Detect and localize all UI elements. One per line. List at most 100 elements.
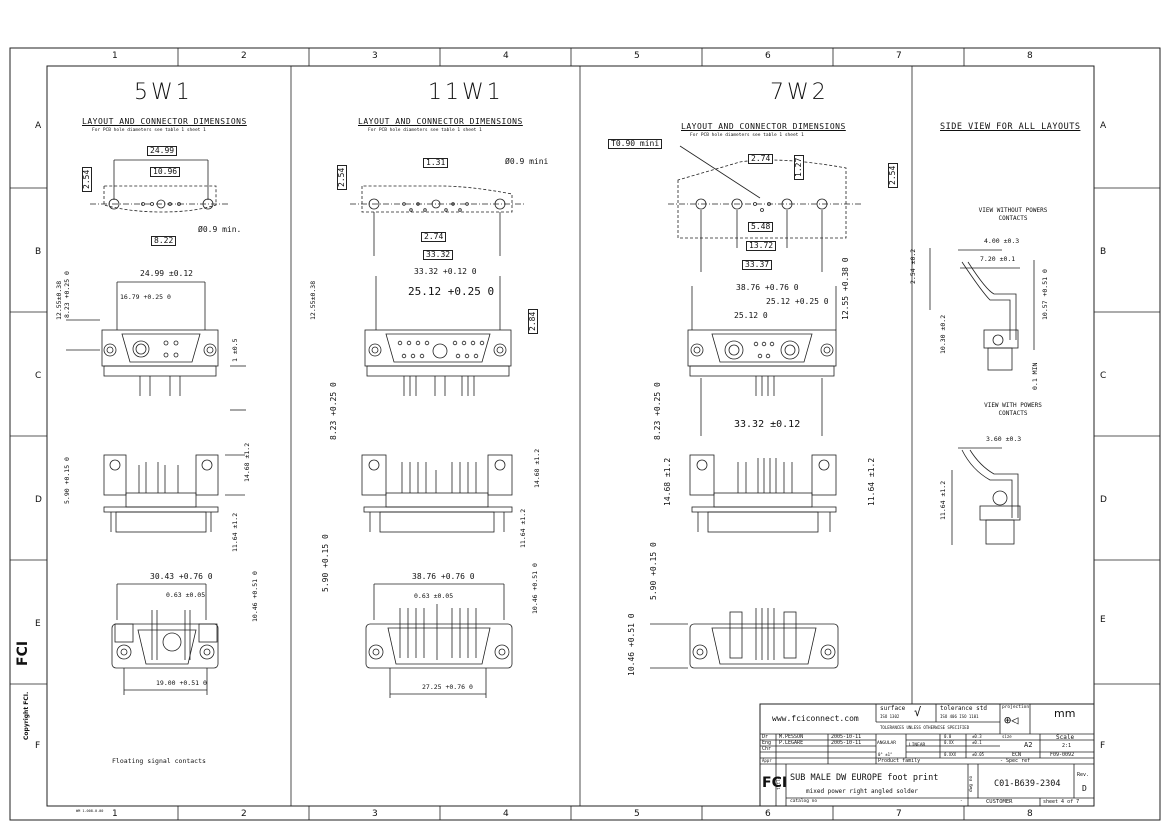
- dim-11w1-c: 2.54: [337, 164, 347, 190]
- tol-row-1-b: ±0.3: [972, 734, 982, 739]
- dim-11w1-h: 12.55±0.38: [309, 280, 317, 320]
- dim-5w1-a: 24.99: [147, 146, 178, 156]
- dim-11w1-j: 8.23 +0.25 0: [329, 382, 338, 440]
- grid-row-b-right: B: [1100, 247, 1107, 257]
- tol-row-2-a: 0.XX: [944, 740, 954, 745]
- checker-label: Chr: [762, 746, 772, 752]
- engineer-name: P.LEGARE: [779, 740, 804, 746]
- side-view-heading: SIDE VIEW FOR ALL LAYOUTS: [940, 122, 1081, 132]
- tolerance-std: ISO 406 ISO 1101: [940, 714, 979, 719]
- angular-tolerance: 0° ±1°: [878, 752, 893, 757]
- grid-row-f-left: F: [35, 741, 41, 751]
- catalog-value: -: [960, 799, 963, 804]
- dim-11w1-a: 1.31: [423, 158, 449, 168]
- drawn-date: 2005-10-11: [831, 734, 862, 740]
- dim-7w2-d: 2.54: [888, 162, 898, 188]
- grid-col-1-bottom: 1: [112, 809, 118, 819]
- layout-5w1-footnote: Floating signal contacts: [112, 757, 206, 765]
- tolerance-note: TOLERANCES UNLESS OTHERWISE SPECIFIED: [880, 725, 970, 730]
- drawing-number: C01-B639-2304: [994, 779, 1061, 789]
- projection-symbol-icon: ⊕◁: [1004, 713, 1019, 727]
- dim-7w2-l: 8.23 +0.25 0: [653, 382, 662, 440]
- dim-7w2-m: 33.32 ±0.12: [734, 419, 801, 430]
- scale-value: 2:1: [1062, 743, 1072, 749]
- dim-11w1-g: 25.12 +0.25 0: [408, 285, 495, 298]
- grid-col-2-top: 2: [241, 51, 247, 61]
- dim-5w1-f: 24.99 ±0.12: [140, 269, 193, 278]
- layout-5w1-title: 5W1: [134, 80, 193, 105]
- dim-5w1-k: 5.90 +0.15 0: [63, 457, 71, 504]
- dim-7w2-o: 11.64 ±1.2: [867, 457, 876, 506]
- layout-7w2-note: For PCB hole diameters see table 1 sheet…: [690, 133, 804, 138]
- dim-11w1-d: 2.74: [421, 232, 447, 242]
- dim-7w2-j: 25.12 0: [734, 311, 768, 320]
- title-block-lines: [759, 703, 1095, 807]
- dim-5w1-e: Ø0.9 min.: [198, 225, 242, 234]
- grid-col-8-bottom: 8: [1027, 809, 1033, 819]
- dim-side-e: 10.30 ±0.2: [939, 314, 947, 354]
- projection-label: projection: [1002, 705, 1030, 710]
- dim-7w2-a: T0.90 mini: [608, 139, 663, 149]
- dim-5w1-g: 16.79 +0.25 0: [120, 293, 171, 301]
- copyright-label: Copyright FCI.: [23, 691, 30, 740]
- linear-label: LINEAR: [909, 743, 926, 748]
- grid-row-e-left: E: [35, 619, 41, 629]
- customer-label: CUSTOMER: [986, 799, 1013, 805]
- spec-ref-label: - Spec ref: [1000, 758, 1031, 764]
- grid-col-8-top: 8: [1027, 51, 1033, 61]
- dim-side-a: 4.00 ±0.3: [984, 237, 1020, 245]
- grid-col-3-bottom: 3: [372, 809, 378, 819]
- tiny-reference: WM 1-008-0.00: [76, 809, 104, 813]
- dim-7w2-b: 2.74: [748, 154, 774, 164]
- dim-side-h: 11.64 ±1.2: [939, 480, 947, 520]
- grid-col-2-bottom: 2: [241, 809, 247, 819]
- layout-7w2-drawing: [650, 145, 862, 669]
- dim-11w1-n: 38.76 +0.76 0: [412, 572, 475, 581]
- layout-11w1-title: 11W1: [428, 80, 504, 105]
- layout-5w1-section-heading: LAYOUT AND CONNECTOR DIMENSIONS: [82, 117, 247, 126]
- dim-5w1-i: 8.23 +0.25 0: [63, 271, 71, 318]
- dim-11w1-e: 33.32: [423, 250, 454, 260]
- fci-logo-text: FCI: [15, 640, 31, 666]
- units-label: mm: [1054, 707, 1076, 720]
- dim-7w2-f: 13.72: [746, 241, 777, 251]
- side-view-without-powers-label: VIEW WITHOUT POWERS CONTACTS: [978, 207, 1048, 223]
- grid-row-c-left: C: [35, 371, 42, 381]
- dim-side-g: 3.60 ±0.3: [986, 435, 1022, 443]
- dim-11w1-f: 33.32 +0.12 0: [414, 267, 477, 276]
- dim-7w2-c: 1.27: [794, 154, 804, 180]
- dim-5w1-q: 19.00 +0.51 0: [156, 679, 207, 687]
- website-link[interactable]: www.fciconnect.com: [772, 714, 859, 723]
- grid-col-5-top: 5: [634, 51, 640, 61]
- dim-side-c: 2.54 ±0.2: [909, 248, 917, 284]
- scale-label: Scale: [1056, 734, 1075, 741]
- grid-col-1-top: 1: [112, 51, 118, 61]
- title-field-label: title: [777, 776, 782, 790]
- grid-col-6-bottom: 6: [765, 809, 771, 819]
- dim-11w1-i: 2.84: [528, 308, 538, 334]
- dim-11w1-q: 27.25 +0.76 0: [422, 683, 473, 691]
- dim-5w1-m: 11.64 ±1.2: [231, 512, 239, 552]
- grid-col-5-bottom: 5: [634, 809, 640, 819]
- grid-col-7-top: 7: [896, 51, 902, 61]
- tol-row-2-b: ±0.1: [972, 740, 982, 745]
- grid-col-6-top: 6: [765, 51, 771, 61]
- engineer-label: Eng: [762, 740, 772, 746]
- dim-5w1-l: 14.68 ±1.2: [243, 442, 251, 482]
- dim-5w1-n: 30.43 +0.76 0: [150, 572, 213, 581]
- dim-7w2-k: 12.55 +0.38 0: [841, 257, 850, 320]
- dim-7w2-n: 14.68 ±1.2: [663, 457, 672, 506]
- fci-logo-margin: FCI: [15, 640, 40, 674]
- dim-side-d: 10.57 +0.51 0: [1041, 269, 1049, 320]
- grid-row-a-right: A: [1100, 121, 1107, 131]
- grid-col-4-top: 4: [503, 51, 509, 61]
- drawing-title-line-2: mixed power right angled solder: [806, 788, 918, 795]
- size-value: A2: [1024, 741, 1033, 749]
- product-family-label: Product family: [878, 758, 921, 764]
- grid-col-7-bottom: 7: [896, 809, 902, 819]
- surface-label: surface: [880, 705, 906, 712]
- ecn-value: F09-0092: [1050, 752, 1075, 758]
- layout-11w1-section-heading: LAYOUT AND CONNECTOR DIMENSIONS: [358, 117, 523, 126]
- tol-row-3-b: ±0.05: [972, 752, 985, 757]
